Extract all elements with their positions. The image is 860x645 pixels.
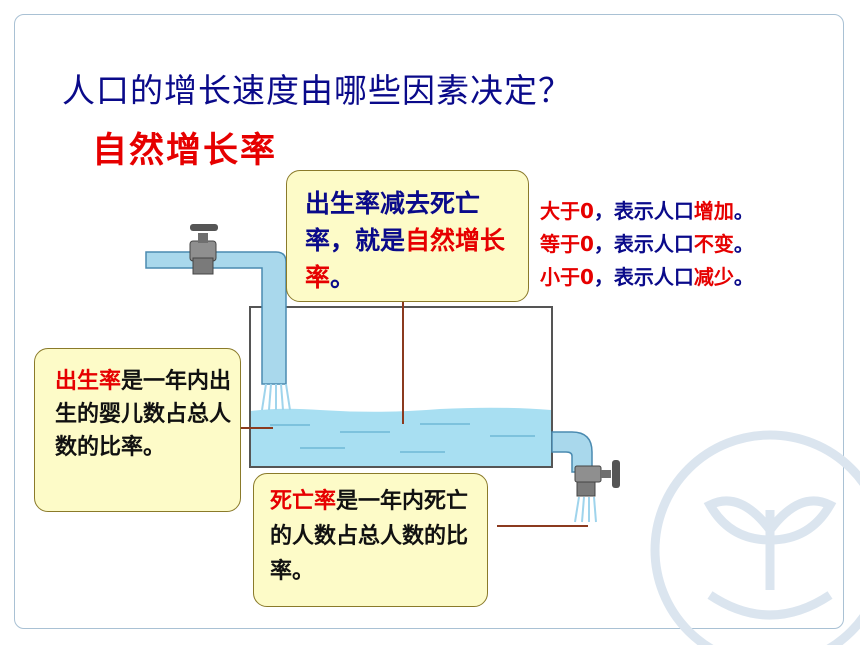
tank-water: [251, 407, 551, 466]
inlet-water-stream: [261, 383, 291, 411]
outlet-water-stream: [574, 496, 597, 523]
condition-greater: 大于0，表示人口增加。: [540, 199, 754, 223]
birth-rate-definition: 是一年内出生的婴儿数占总人数的比率。: [55, 369, 232, 460]
birth-rate-callout: 出生率是一年内出生的婴儿数占总人数的比率。: [34, 348, 241, 512]
natural-rate-callout: 出生率减去死亡率，就是自然增长率。: [286, 170, 529, 302]
birth-rate-term: 出生率: [55, 369, 122, 394]
condition-less: 小于0，表示人口减少。: [540, 265, 754, 289]
inlet-faucet-icon: [189, 224, 218, 275]
slide-frame: [14, 14, 844, 629]
death-rate-callout: 死亡率是一年内死亡的人数占总人数的比率。: [253, 473, 488, 607]
natural-rate-highlight: 自然增长率: [305, 226, 506, 292]
inlet-pipe: [145, 251, 287, 385]
natural-rate-period: 。: [330, 263, 356, 292]
watermark-logo-icon: [650, 430, 860, 645]
water-ripples: [270, 423, 535, 453]
page-title: 人口的增长速度由哪些因素决定？: [62, 71, 572, 110]
section-heading: 自然增长率: [92, 131, 278, 171]
outlet-pipe: [551, 431, 593, 473]
natural-rate-text: 出生率减去死亡率，就是: [305, 189, 481, 255]
death-rate-definition: 是一年内死亡的人数占总人数的比率。: [270, 489, 469, 584]
condition-equal: 等于0，表示人口不变。: [540, 232, 754, 256]
growth-conditions: 大于0，表示人口增加。 等于0，表示人口不变。 小于0，表示人口减少。: [540, 195, 754, 294]
outlet-faucet-icon: [574, 460, 620, 497]
death-rate-term: 死亡率: [270, 489, 337, 514]
